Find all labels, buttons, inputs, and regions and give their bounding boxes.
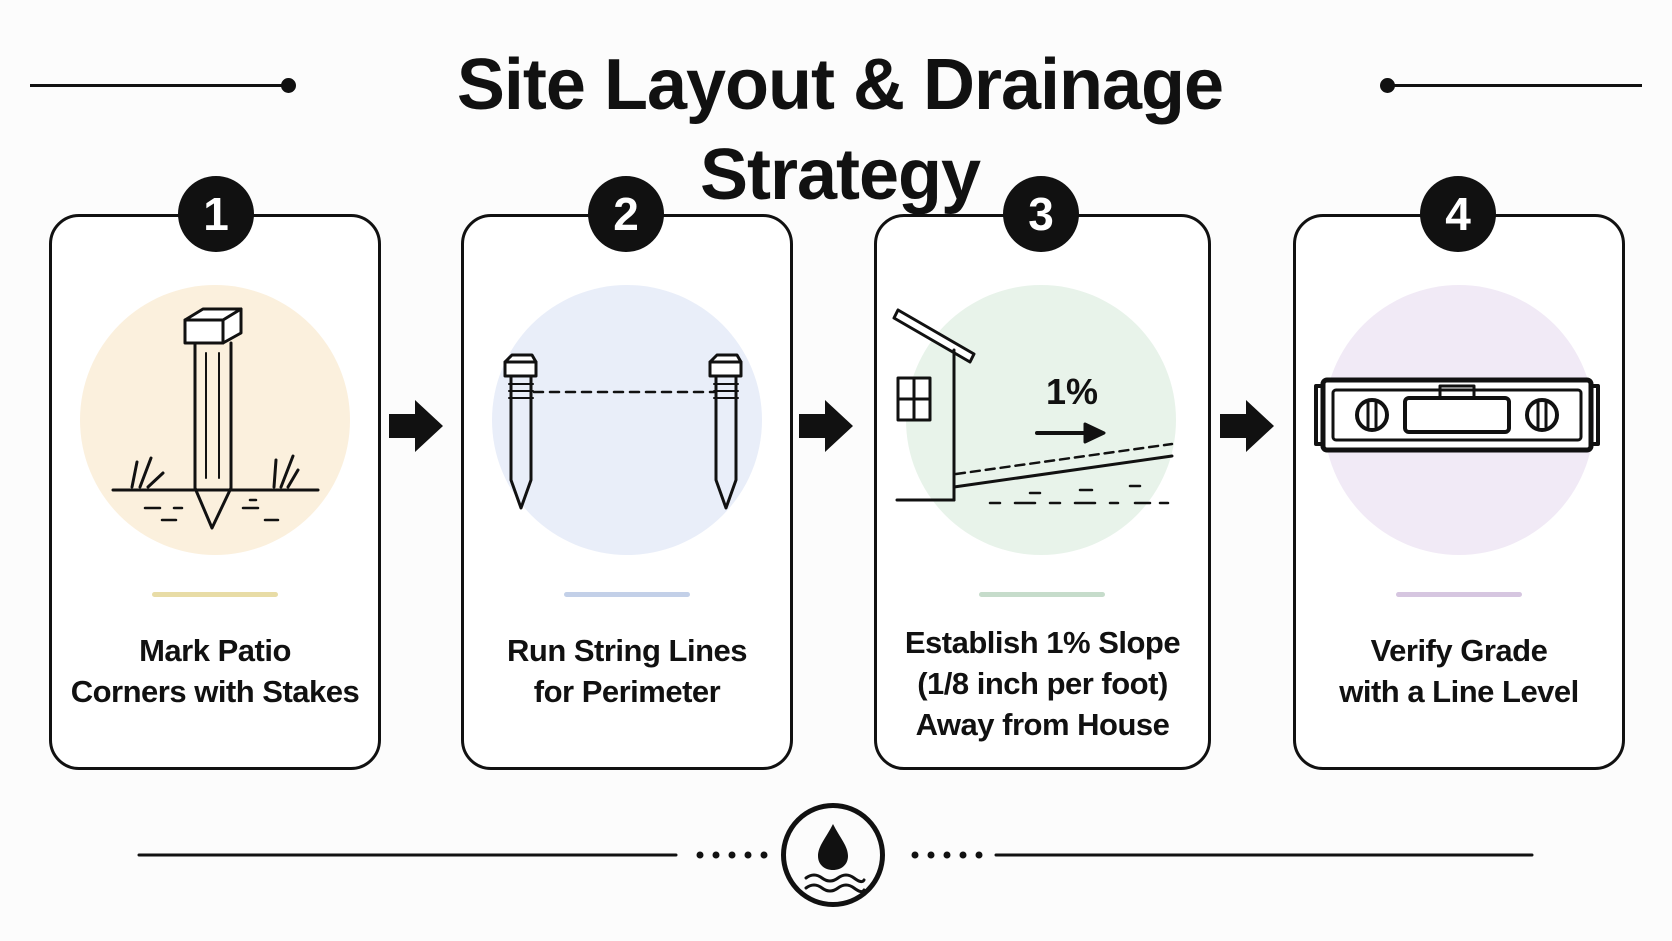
footer-divider [0, 790, 1672, 930]
step-4-accent-bar [1396, 592, 1522, 597]
arrow-right-icon [389, 400, 443, 452]
title-row: Site Layout & Drainage Strategy [0, 40, 1672, 215]
title-dot-left [281, 78, 296, 93]
step-3-label: Establish 1% Slope (1/8 inch per foot) A… [880, 622, 1205, 745]
step-2-label-line-2: for Perimeter [533, 674, 721, 709]
step-4-label: Verify Grade with a Line Level [1299, 630, 1619, 712]
step-2-number-badge: 2 [588, 176, 664, 252]
step-4-label-line-2: with a Line Level [1339, 674, 1579, 709]
arrow-right-icon [1220, 400, 1274, 452]
step-4-number-badge: 4 [1420, 176, 1496, 252]
slope-percent-label: 1% [1046, 371, 1098, 412]
arrow-right-icon [799, 400, 853, 452]
step-3-label-line-1: Establish 1% Slope [904, 625, 1181, 660]
step-2-label-line-1: Run String Lines [507, 633, 748, 668]
step-2-accent-bar [564, 592, 690, 597]
step-1-label-line-1: Mark Patio [139, 633, 291, 668]
step-3-label-line-3: Away from House [915, 707, 1170, 742]
step-2-label: Run String Lines for Perimeter [467, 630, 787, 712]
title-rule-left [30, 84, 288, 87]
page-title: Site Layout & Drainage Strategy [456, 45, 1224, 215]
water-drop-icon [804, 824, 866, 894]
step-3-label-line-2: (1/8 inch per foot) [917, 666, 1168, 701]
title-dot-right [1380, 78, 1395, 93]
step-4-label-line-1: Verify Grade [1370, 633, 1548, 668]
step-1-accent-bar [152, 592, 278, 597]
title-rule-right [1390, 84, 1642, 87]
step-1-label: Mark Patio Corners with Stakes [55, 630, 375, 712]
step-3-halo [906, 285, 1176, 555]
step-3-number-badge: 3 [1003, 176, 1079, 252]
step-1-number-badge: 1 [178, 176, 254, 252]
step-1-label-line-2: Corners with Stakes [70, 674, 360, 709]
footer-rule [137, 851, 1534, 859]
step-3-accent-bar [979, 592, 1105, 597]
